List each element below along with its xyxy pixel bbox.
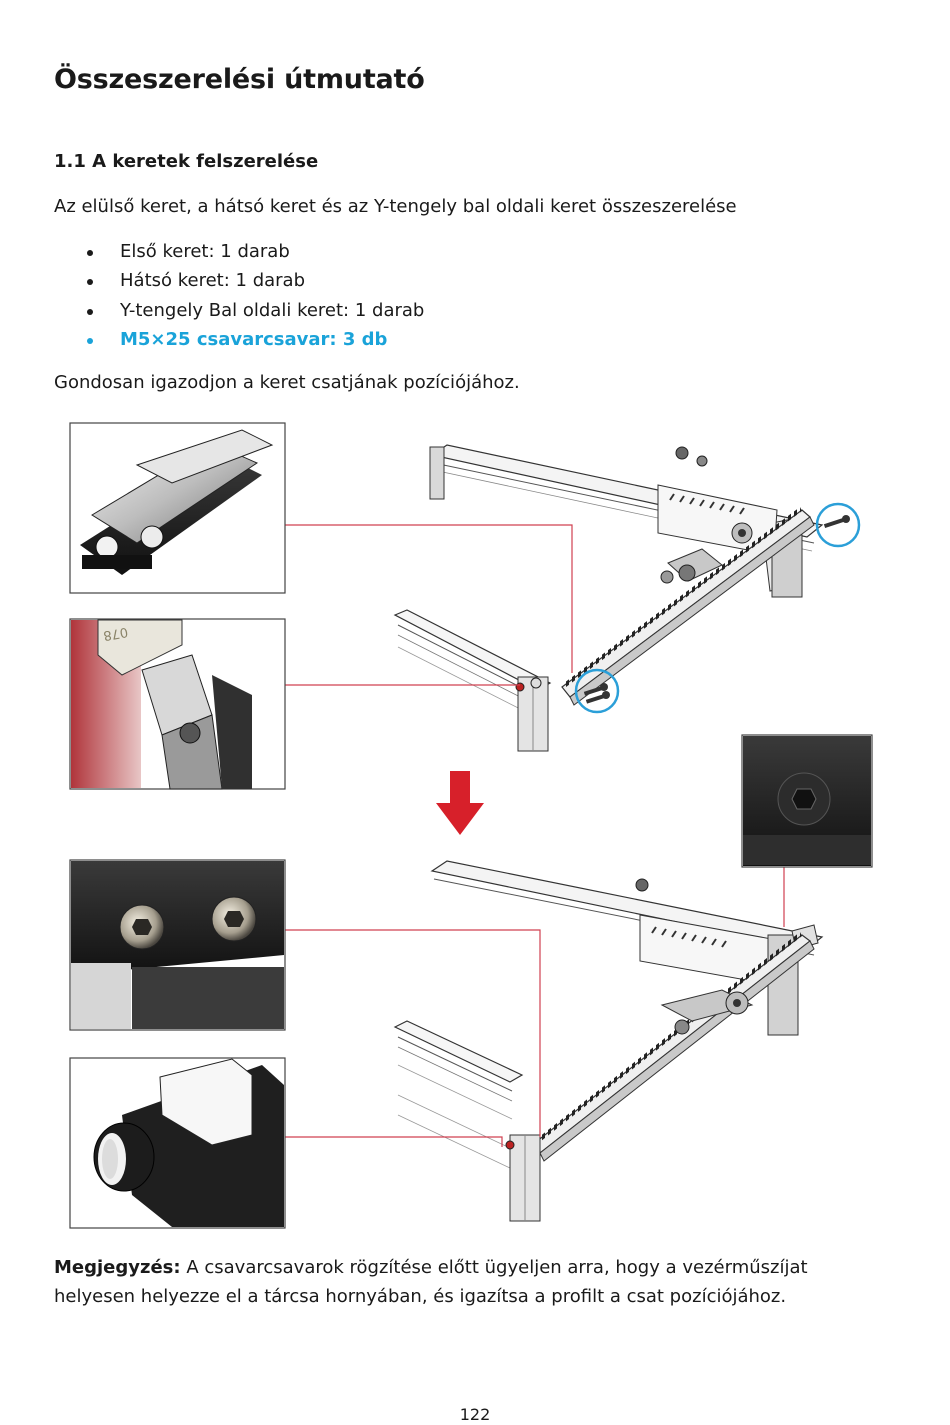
detail-frame-corner: 078 (69, 618, 286, 790)
leader-lines (285, 524, 785, 1147)
parts-list-item: Hátsó keret: 1 darab (54, 269, 424, 298)
intro-text: Az elülső keret, a hátsó keret és az Y-t… (54, 196, 737, 217)
bullet-icon (87, 250, 93, 256)
assembly-figure: 078 (62, 415, 892, 1235)
bullet-icon (87, 337, 93, 344)
frame-assembly-before (393, 444, 861, 752)
frame-assembly-after (393, 860, 824, 1222)
bullet-icon (87, 279, 93, 286)
parts-list: Első keret: 1 darab Hátsó keret: 1 darab… (54, 240, 424, 357)
alignment-text: Gondosan igazodjon a keret csatjának poz… (54, 372, 520, 393)
parts-list-item: Első keret: 1 darab (54, 240, 424, 269)
parts-list-item: Y-tengely Bal oldali keret: 1 darab (54, 299, 424, 328)
detail-pulley-knob (69, 1057, 286, 1229)
detail-hex-screws (69, 859, 286, 1031)
page-number: 122 (459, 1405, 491, 1424)
detail-single-screw (741, 734, 873, 868)
note-paragraph: Megjegyzés: A csavarcsavarok rögzítése e… (54, 1253, 894, 1311)
parts-list-item-screw: M5×25 csavarcsavar: 3 db (54, 328, 424, 357)
page-title: Összeszerelési útmutató (54, 64, 425, 95)
bullet-icon (87, 308, 93, 315)
note-label: Megjegyzés: (54, 1257, 181, 1278)
detail-profile-end (69, 422, 286, 594)
section-heading: 1.1 A keretek felszerelése (54, 151, 319, 172)
detail-label-078: 078 (102, 624, 129, 643)
note-text: A csavarcsavarok rögzítése előtt ügyelje… (54, 1257, 808, 1307)
down-arrow-icon (436, 771, 484, 835)
